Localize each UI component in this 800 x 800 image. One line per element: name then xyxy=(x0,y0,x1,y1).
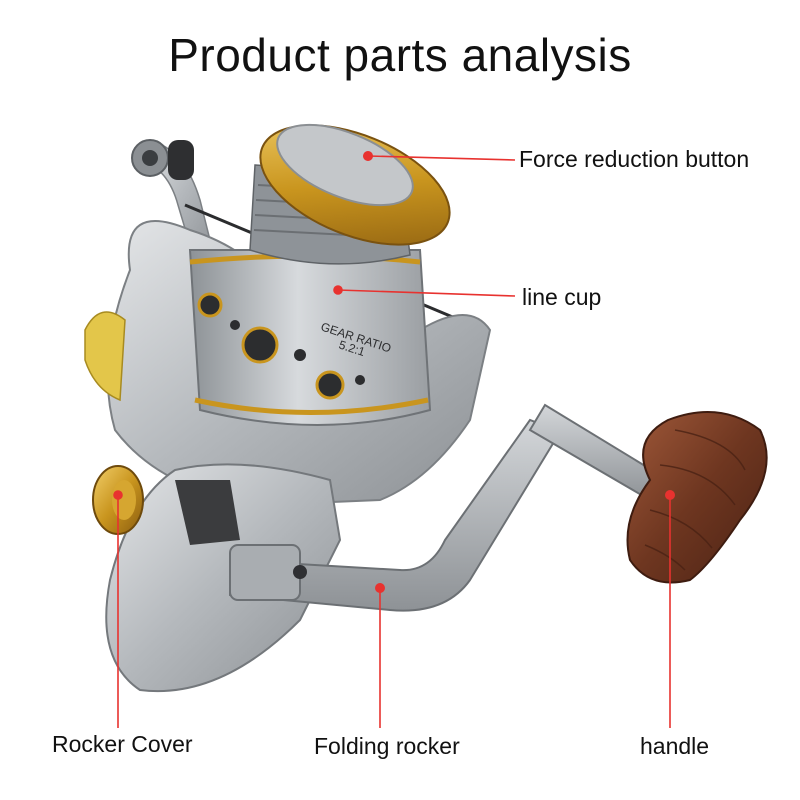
bail-roller-guard xyxy=(168,140,194,180)
label-force-reduction-button: Force reduction button xyxy=(519,146,750,172)
spool-hole xyxy=(315,370,345,400)
handle-knob xyxy=(626,411,768,584)
leader-lines xyxy=(113,151,671,728)
wood-grain xyxy=(644,429,746,571)
label-line-cup: line cup xyxy=(522,284,602,310)
line-cup-gold-ring-bottom xyxy=(194,397,429,415)
label-rocker-cover: Rocker Cover xyxy=(52,731,193,757)
reel-stem xyxy=(175,480,240,545)
leader-force-reduction xyxy=(367,155,516,161)
page-title: Product parts analysis xyxy=(168,29,632,81)
folding-rocker-arm xyxy=(229,418,562,612)
drag-knob-cap xyxy=(276,123,414,207)
spool-hole xyxy=(294,349,306,361)
handle-stem xyxy=(528,403,662,502)
leader-line-cup xyxy=(337,289,516,297)
rotor-accent xyxy=(84,311,126,402)
spool-hole xyxy=(355,375,365,385)
label-handle: handle xyxy=(640,733,710,759)
spool-hole xyxy=(241,326,279,364)
label-folding-rocker: Folding rocker xyxy=(314,733,460,759)
spool-hole xyxy=(197,292,223,318)
folding-joint xyxy=(229,544,301,601)
spool-hole xyxy=(230,320,240,330)
line-cup-body xyxy=(188,249,432,426)
reel-body xyxy=(105,463,342,693)
